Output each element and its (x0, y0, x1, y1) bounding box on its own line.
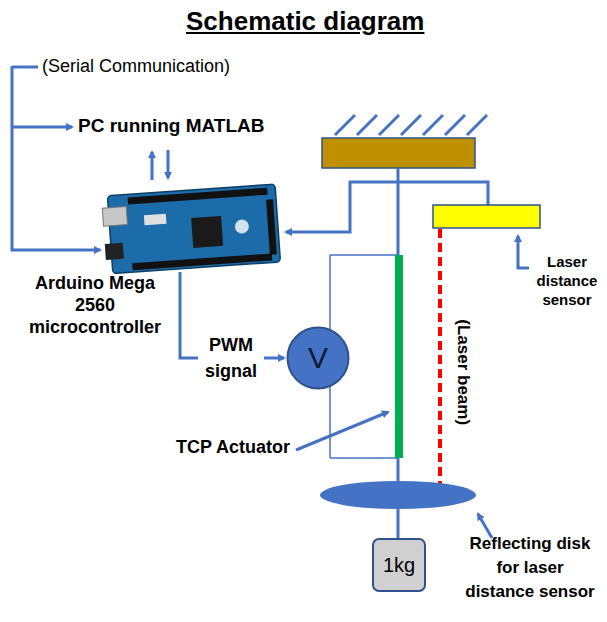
part-label: Laser distance sensor (533, 252, 601, 309)
data-arrow (167, 150, 170, 178)
part-label: Reflecting disk for laser distance senso… (462, 532, 598, 604)
board-pcb (107, 184, 280, 274)
crystal (144, 214, 167, 226)
serial-wire (12, 66, 100, 250)
pwm-arrow (264, 357, 284, 360)
diagram-title: Schematic diagram (186, 6, 424, 37)
laser-sensor (433, 205, 540, 228)
laser-beam (438, 229, 442, 492)
leader-arrow (518, 236, 529, 268)
signal-label: (Serial Communication) (42, 56, 230, 78)
arduino-board (101, 184, 280, 274)
sensor-wire (398, 182, 488, 205)
ceiling-hatch (335, 115, 487, 135)
node-label: V (308, 341, 328, 375)
weight-line (397, 509, 400, 538)
beam-label: (Laser beam) (453, 319, 473, 425)
pin-header (132, 253, 272, 270)
box-outline (373, 539, 425, 591)
device-label: PC running MATLAB (78, 115, 264, 138)
part-label: TCP Actuator (176, 437, 290, 459)
usb-port (102, 207, 127, 227)
ceiling-mount (322, 138, 475, 168)
data-arrow (151, 152, 154, 180)
mass-block: 1kg (372, 538, 426, 592)
voltage-source: V (286, 326, 350, 390)
pin-header (128, 188, 268, 205)
leader-arrow (296, 412, 388, 450)
tcp-actuator (395, 255, 403, 458)
hatch-lines (335, 115, 487, 135)
serial-wire (12, 66, 38, 69)
chip (191, 216, 223, 248)
serial-wire (12, 126, 72, 129)
pwm-wire (180, 272, 198, 358)
signal-label: PWM signal (200, 332, 262, 384)
power-jack (105, 243, 124, 260)
sensor-wire (286, 182, 398, 232)
board-logo (234, 219, 249, 234)
pin-header (266, 199, 277, 254)
node-label: 1kg (383, 554, 415, 577)
device-label: Arduino Mega 2560 microcontroller (21, 272, 169, 338)
circle-outline (288, 328, 349, 389)
reflecting-disk (320, 481, 476, 509)
